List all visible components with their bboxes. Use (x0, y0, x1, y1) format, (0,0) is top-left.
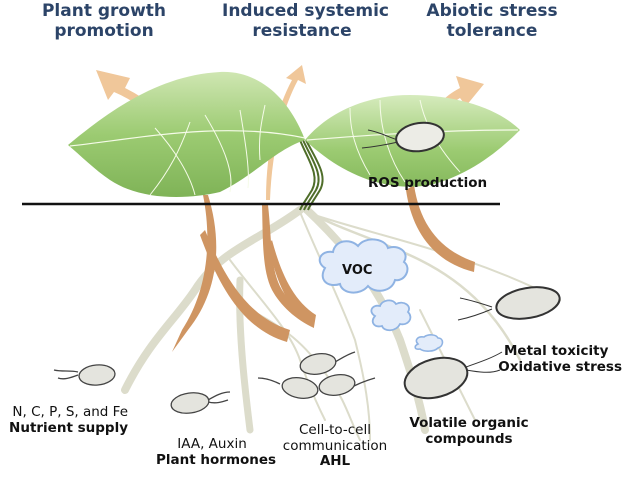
nutrient-supply-label: N, C, P, S, and Fe Nutrient supply (0, 404, 128, 436)
arrow-down-1 (172, 195, 217, 352)
bacterium-hormones (170, 391, 231, 414)
effect-plant-growth-line1: Plant growth (41, 1, 167, 21)
effect-abiotic-stress-line2: tolerance (446, 20, 538, 41)
volatile-line2: compounds (425, 430, 513, 447)
hormone-types: IAA, Auxin (177, 436, 247, 452)
leaf-left (68, 71, 306, 197)
arrow-up-1 (96, 70, 205, 195)
root-thin-1 (303, 208, 522, 362)
arrow-down-4 (268, 240, 316, 327)
volatile-compounds-label: Volatile organic compounds (404, 415, 534, 447)
voc-cloud[interactable] (318, 238, 409, 294)
plant-hormones-label: IAA, Auxin Plant hormones (156, 436, 277, 468)
communication-line1: Cell-to-cell (298, 422, 371, 438)
bacterium-leaf (361, 121, 445, 153)
effect-induced-resistance: Induced systemic resistance (222, 1, 389, 41)
arrow-down-2 (200, 230, 290, 342)
nutrient-elements: N, C, P, S, and Fe (12, 404, 128, 420)
bacteria-communication (257, 351, 376, 399)
arrow-down-5 (406, 185, 475, 272)
small-cloud-1 (370, 299, 412, 332)
communication-label: Cell-to-cell communication AHL (272, 422, 398, 470)
voc-label: VOC (342, 263, 373, 278)
plant-hormones: Plant hormones (156, 451, 277, 468)
effect-abiotic-stress: Abiotic stress tolerance (422, 1, 562, 41)
communication-line2: communication (282, 437, 388, 454)
ros-production-label: ROS production (368, 175, 488, 191)
root-thin-3 (304, 211, 561, 301)
root-main-center (301, 204, 429, 434)
stress-label: Metal toxicity Oxidative stress (498, 343, 622, 375)
bacterium-right-large (403, 351, 503, 400)
small-cloud-2 (414, 334, 444, 352)
root-thin-5 (229, 259, 326, 421)
nutrient-supply: Nutrient supply (9, 419, 128, 436)
bacterium-nutrient (53, 364, 116, 386)
effect-induced-resistance-line2: resistance (252, 20, 352, 41)
effect-abiotic-stress-line1: Abiotic stress (426, 1, 558, 21)
effect-plant-growth: Plant growth promotion (40, 1, 168, 41)
volatile-line1: Volatile organic (409, 415, 529, 431)
root-thin-2 (299, 211, 371, 441)
stem (299, 139, 324, 211)
bacterium-right-upper (457, 286, 561, 321)
ahl: AHL (319, 453, 351, 470)
oxidative-stress: Oxidative stress (498, 358, 622, 375)
down-arrows (172, 185, 475, 352)
metal-toxicity: Metal toxicity (504, 343, 609, 359)
effect-plant-growth-line2: promotion (54, 20, 154, 41)
effect-induced-resistance-line1: Induced systemic (222, 1, 389, 21)
